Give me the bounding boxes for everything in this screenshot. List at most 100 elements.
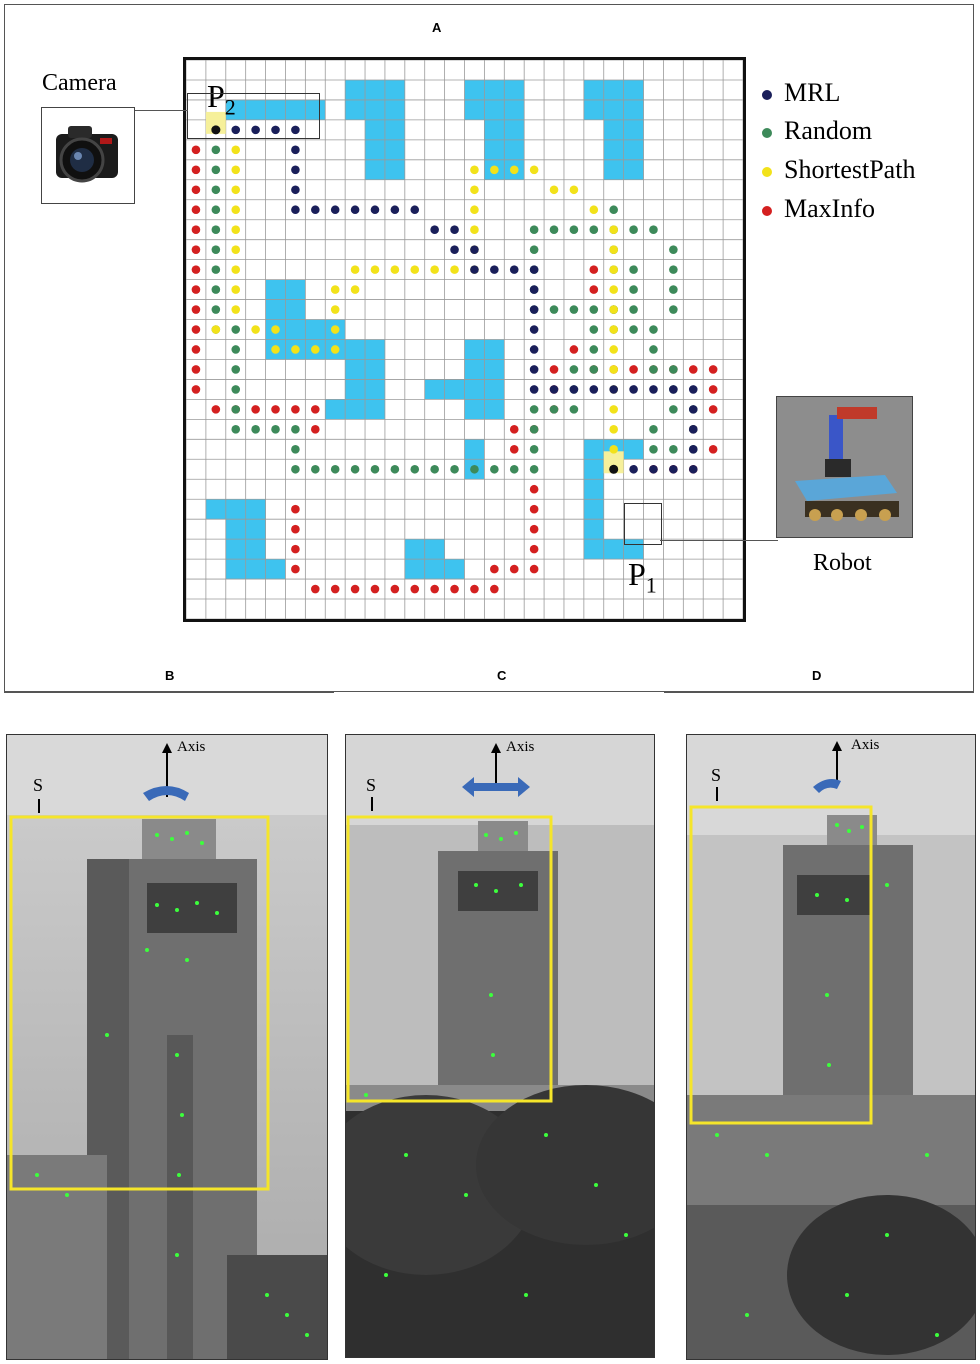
path-dot-mrl	[629, 385, 638, 394]
path-dot-random	[629, 265, 638, 274]
path-dot-mrl	[370, 205, 380, 215]
path-dot-random	[649, 445, 658, 454]
path-dot-shortestpath	[390, 265, 400, 274]
path-dot-shortestpath	[231, 305, 241, 314]
robot-leader-line	[660, 540, 778, 541]
path-dot-shortestpath	[231, 185, 241, 195]
path-dot-maxinfo	[191, 165, 201, 175]
s-label-d: S	[711, 765, 722, 785]
photo-b-svg	[7, 735, 327, 1359]
path-dot-random	[390, 464, 400, 474]
path-dot-maxinfo	[589, 285, 599, 294]
path-dot-shortestpath	[609, 265, 618, 274]
axis-label-d: Axis	[851, 737, 880, 753]
path-dot-shortestpath	[330, 285, 340, 294]
path-dot-shortestpath	[609, 305, 618, 314]
obstacle-block	[225, 99, 326, 120]
photo-b: Axis S	[6, 734, 328, 1360]
path-dot-maxinfo	[410, 584, 420, 594]
path-dot-maxinfo	[191, 345, 201, 354]
path-dot-random	[649, 325, 658, 334]
path-dot-mrl	[688, 464, 698, 474]
path-dot-shortestpath	[231, 225, 241, 234]
path-dot-mrl	[569, 385, 579, 394]
path-dot-mrl	[609, 385, 618, 394]
path-dot-shortestpath	[231, 265, 241, 274]
path-dot-mrl	[629, 464, 638, 474]
feature-points-c	[364, 831, 628, 1297]
axis-label-c: Axis	[506, 739, 535, 755]
path-dot-mrl	[470, 245, 479, 254]
divider-line-right	[664, 692, 974, 693]
path-dot-shortestpath	[609, 325, 618, 334]
path-dot-random	[291, 464, 300, 474]
path-dot-mrl	[509, 265, 519, 274]
s-label-c: S	[366, 775, 377, 795]
translation-arrow-icon-c	[462, 777, 530, 797]
path-dot-mrl	[450, 225, 459, 234]
path-dot-shortestpath	[529, 165, 539, 175]
path-dot-random	[470, 464, 479, 474]
panel-label-b: B	[165, 668, 175, 683]
path-dot-random	[529, 425, 539, 434]
path-dot-maxinfo	[271, 405, 280, 414]
path-dot-mrl	[529, 345, 539, 354]
path-dot-maxinfo	[191, 385, 201, 394]
path-dot-random	[549, 225, 559, 234]
path-dot-maxinfo	[529, 564, 539, 574]
path-dot-maxinfo	[291, 544, 300, 554]
path-dot-maxinfo	[470, 584, 479, 594]
path-dot-maxinfo	[490, 564, 499, 574]
obstacle-block	[325, 399, 385, 420]
path-dot-mrl	[688, 385, 698, 394]
path-dot-shortestpath	[430, 265, 439, 274]
path-dot-maxinfo	[529, 484, 539, 494]
path-dot-maxinfo	[191, 365, 201, 374]
path-dot-mrl	[490, 265, 499, 274]
start-marker	[211, 125, 221, 135]
axis-label-b: Axis	[177, 739, 206, 755]
path-dot-shortestpath	[470, 225, 479, 234]
path-dot-shortestpath	[350, 285, 360, 294]
path-dot-random	[669, 445, 678, 454]
path-dot-maxinfo	[509, 564, 519, 574]
path-dot-random	[669, 405, 678, 414]
path-dot-shortestpath	[251, 325, 260, 334]
camera-icon	[56, 126, 118, 183]
path-dot-random	[549, 305, 559, 314]
legend-item-mrl: MRL	[762, 78, 840, 108]
path-dot-mrl	[529, 285, 539, 294]
path-dot-random	[669, 285, 678, 294]
path-dot-random	[669, 305, 678, 314]
path-dot-mrl	[450, 245, 459, 254]
path-dot-maxinfo	[589, 265, 599, 274]
path-dot-random	[291, 425, 300, 434]
path-dot-mrl	[231, 125, 241, 135]
path-dot-shortestpath	[549, 185, 559, 195]
path-dot-maxinfo	[311, 425, 320, 434]
path-dot-random	[649, 225, 658, 234]
grid-frame	[183, 57, 746, 622]
path-dot-random	[629, 225, 638, 234]
path-dot-maxinfo	[569, 345, 579, 354]
photo-c-svg	[346, 735, 654, 1357]
path-dot-maxinfo	[211, 405, 221, 414]
legend-item-random: Random	[762, 116, 872, 146]
path-dot-random	[490, 464, 499, 474]
end-cell-highlight	[603, 451, 624, 474]
legend-marker-shortestpath	[762, 167, 772, 178]
rotation-arrow-icon-b	[143, 786, 189, 801]
feature-points-b	[35, 831, 309, 1337]
legend-marker-maxinfo	[762, 206, 772, 217]
path-dot-mrl	[529, 385, 539, 394]
path-dot-maxinfo	[191, 325, 201, 334]
path-dot-random	[231, 365, 241, 374]
path-dot-random	[211, 265, 221, 274]
path-dot-random	[311, 464, 320, 474]
path-dot-shortestpath	[370, 265, 380, 274]
path-dot-random	[211, 185, 221, 195]
path-dot-maxinfo	[509, 425, 519, 434]
detection-box-d	[689, 805, 873, 1125]
path-dot-mrl	[529, 305, 539, 314]
path-dot-maxinfo	[629, 365, 638, 374]
